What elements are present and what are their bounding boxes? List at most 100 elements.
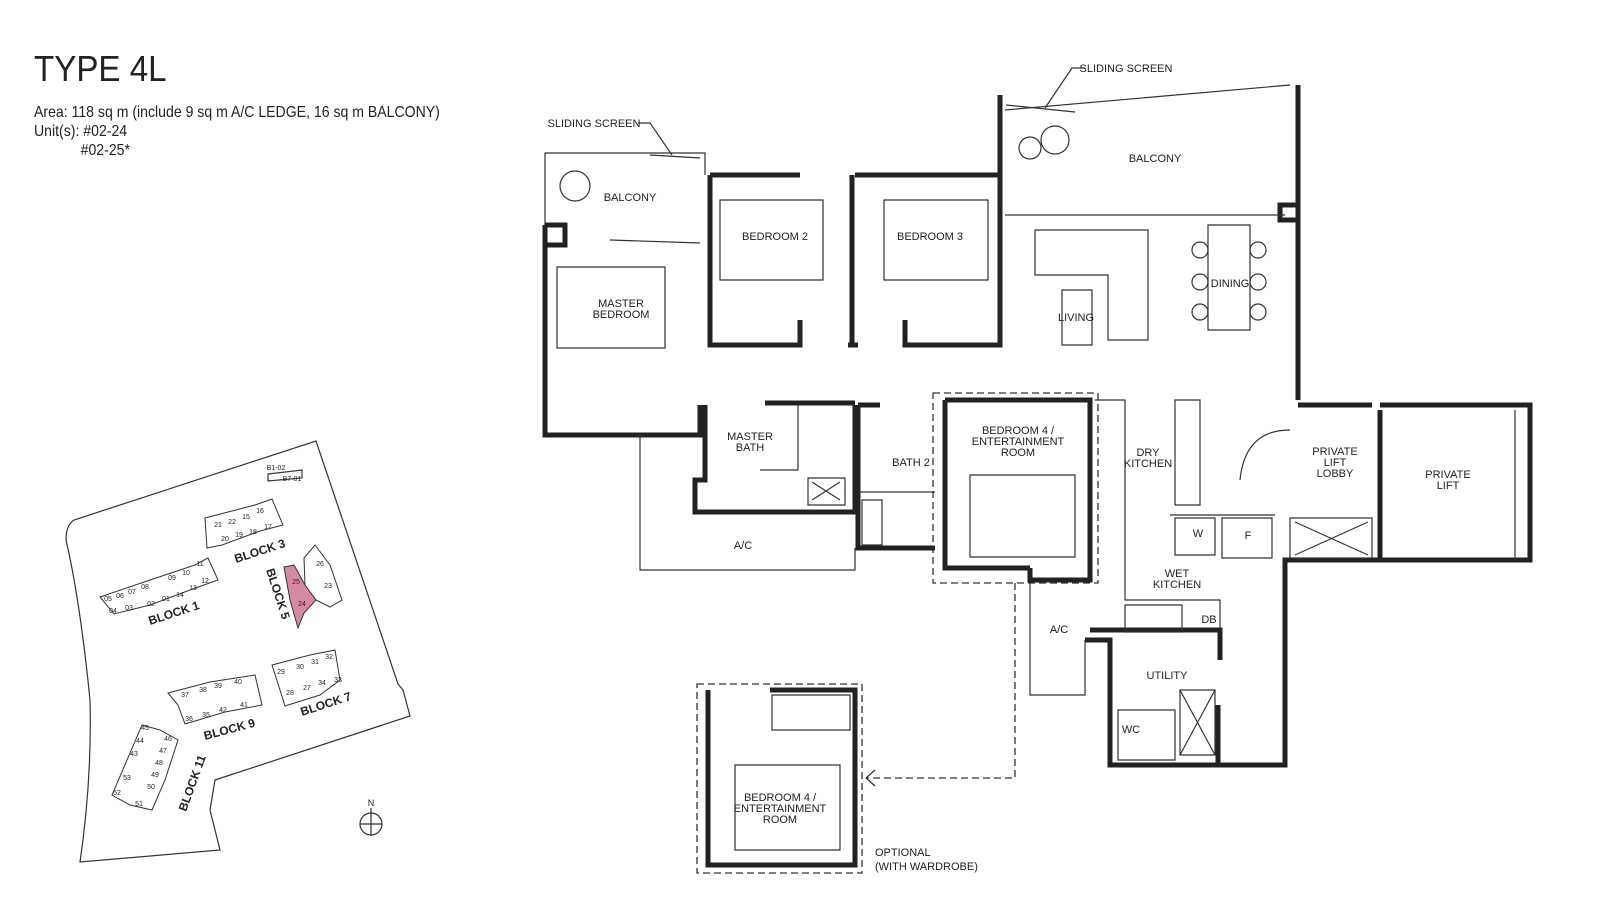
unit-number: 45 (141, 725, 149, 732)
unit-number: 23 (324, 583, 332, 590)
label-bedroom-4-2: ENTERTAINMENT (972, 436, 1065, 448)
unit-number-2: #02-25* (80, 142, 130, 159)
label-private-lift-2: LIFT (1437, 480, 1460, 492)
unit-number: 36 (185, 716, 193, 723)
unit-number: 25 (292, 579, 300, 586)
highlighted-unit (283, 564, 317, 630)
unit-number: 37 (181, 692, 189, 699)
unit-number: 28 (286, 690, 294, 697)
optional-room-dashed (696, 683, 863, 874)
top-marker (267, 469, 303, 482)
label-lift-lobby-3: LOBBY (1317, 468, 1354, 480)
block-9-label: BLOCK 9 (202, 716, 257, 743)
unit-number: 11 (196, 561, 203, 568)
label-wet-kitchen-2: KITCHEN (1153, 579, 1201, 591)
label-optional-bedroom-4-2: ENTERTAINMENT (734, 803, 827, 815)
unit-number: 01 (162, 596, 170, 603)
unit-number: 42 (219, 707, 227, 714)
north-label: N (368, 798, 375, 808)
unit-number: 31 (311, 659, 319, 666)
unit-number: 09 (168, 575, 176, 582)
unit-number: 49 (151, 772, 159, 779)
label-master-bath-2: BATH (736, 442, 765, 454)
unit-number: 02 (147, 601, 155, 608)
balcony-left-outline (544, 152, 706, 240)
floor-plan: SLIDING SCREEN SLIDING SCREEN BALCONY BA… (542, 63, 1533, 874)
label-db: DB (1201, 614, 1216, 626)
unit-number: 33 (334, 677, 342, 684)
unit-number: 21 (214, 522, 222, 529)
unit-number: 10 (182, 570, 190, 577)
label-sliding-screen-left: SLIDING SCREEN (548, 118, 641, 130)
unit-number: 13 (189, 585, 197, 592)
unit-number: 17 (264, 524, 272, 531)
bedroom-4-walls (942, 397, 1093, 583)
label-dining: DINING (1211, 278, 1250, 290)
block-3-label: BLOCK 3 (233, 536, 288, 566)
ac-ledge-2 (1029, 583, 1086, 696)
unit-number: 53 (123, 775, 131, 782)
unit-number: 39 (214, 683, 222, 690)
unit-number: 24 (298, 601, 306, 608)
unit-number: 12 (201, 578, 209, 585)
label-washer: W (1193, 528, 1204, 540)
unit-number: 29 (277, 669, 285, 676)
lift-lobby-walls (1298, 402, 1533, 560)
unit-number: 19 (235, 532, 243, 539)
bath-2-walls (855, 402, 935, 551)
label-dry-kitchen-1: DRY (1136, 447, 1160, 459)
label-lift-lobby-2: LIFT (1324, 457, 1347, 469)
unit-number: 40 (234, 679, 242, 686)
unit-number: 08 (141, 584, 149, 591)
unit-number: 14 (176, 592, 184, 599)
unit-number: 06 (116, 593, 124, 600)
block-11: 45 44 46 43 47 48 53 50 49 52 51 BLOCK 1… (111, 724, 209, 813)
label-optional-note-2: (WITH WARDROBE) (875, 861, 978, 873)
master-bedroom-walls (542, 225, 703, 438)
unit-number: 30 (296, 664, 304, 671)
unit-number: 41 (240, 702, 248, 709)
area-text: Area: 118 sq m (include 9 sq m A/C LEDGE… (34, 104, 440, 121)
label-bath-2: BATH 2 (892, 457, 930, 469)
label-balcony-right: BALCONY (1129, 153, 1182, 165)
block-11-label: BLOCK 11 (176, 753, 209, 813)
balcony-right-walls (997, 85, 1301, 400)
unit-number: 51 (135, 801, 143, 808)
unit-number: 38 (199, 687, 207, 694)
site-boundary (65, 440, 411, 863)
unit-number: 50 (147, 784, 155, 791)
unit-number: 48 (155, 760, 163, 767)
site-label-b1-02: B1-02 (267, 465, 286, 472)
label-lift-lobby-1: PRIVATE (1312, 446, 1357, 458)
unit-number-1: Unit(s): #02-24 (34, 123, 128, 140)
bedroom-4-dashed (932, 392, 1099, 584)
bedroom-2-walls (707, 172, 803, 348)
label-optional-bedroom-4-3: ROOM (763, 814, 797, 826)
unit-number: 46 (164, 736, 172, 743)
label-optional-note-1: OPTIONAL (875, 847, 931, 859)
label-master-bedroom-1: MASTER (598, 298, 644, 310)
label-wc: WC (1122, 724, 1140, 736)
label-bedroom-4-1: BEDROOM 4 / (982, 425, 1055, 437)
unit-type-title: TYPE 4L (34, 48, 167, 89)
unit-number: 32 (325, 654, 333, 661)
label-balcony-left: BALCONY (604, 192, 657, 204)
unit-number: 18 (249, 529, 257, 536)
label-private-lift-1: PRIVATE (1425, 469, 1470, 481)
label-bedroom-2: BEDROOM 2 (742, 231, 808, 243)
label-wet-kitchen-1: WET (1165, 568, 1190, 580)
site-label-b7-01: B7-01 (283, 476, 302, 483)
unit-number: 16 (256, 508, 264, 515)
unit-number: 26 (316, 561, 324, 568)
optional-link-dashed (866, 583, 1016, 779)
unit-number: 22 (228, 519, 236, 526)
unit-number: 44 (136, 738, 144, 745)
unit-number: 27 (303, 685, 311, 692)
label-optional-bedroom-4-1: BEDROOM 4 / (744, 792, 817, 804)
dining-table (1207, 224, 1251, 331)
label-master-bath-1: MASTER (727, 431, 773, 443)
